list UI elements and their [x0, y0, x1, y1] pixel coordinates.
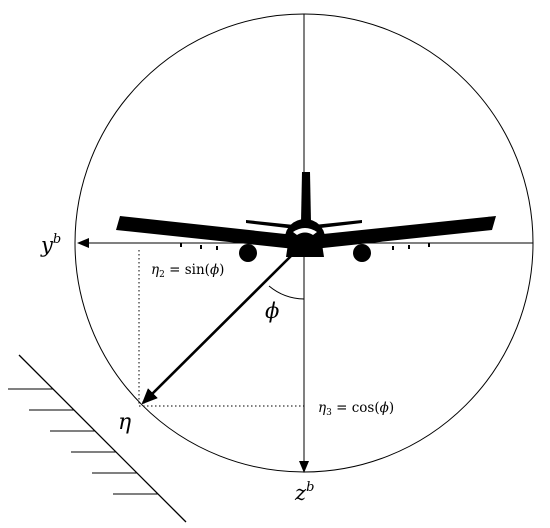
- phi-angle-arc: [268, 285, 305, 300]
- z-axis-label: zb: [294, 480, 314, 505]
- eta2-equation: η2 = sin(ϕ): [151, 262, 224, 280]
- eta-label: η: [118, 410, 131, 435]
- airplane-icon: [116, 172, 496, 262]
- eta3-equation: η3 = cos(ϕ): [318, 400, 394, 418]
- phi-label: ϕ: [265, 299, 279, 323]
- ground-surface: [8, 354, 187, 523]
- y-axis-label: yb: [40, 232, 61, 257]
- eta-vector: [141, 254, 293, 405]
